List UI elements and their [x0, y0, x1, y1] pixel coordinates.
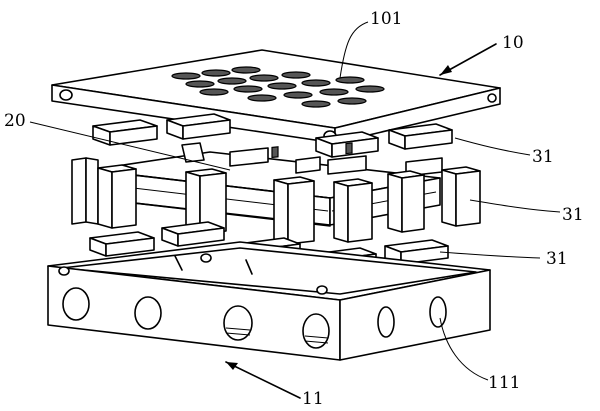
- leaders: [29, 21, 561, 399]
- vent-slots: [171, 66, 385, 108]
- vertical-posts: [71, 157, 481, 245]
- pad: [161, 221, 225, 247]
- label-31-bottom: 31: [546, 249, 568, 269]
- label-111: 111: [488, 373, 520, 393]
- label-10: 10: [502, 33, 524, 53]
- label-31-middle: 31: [562, 205, 584, 225]
- label-11: 11: [302, 389, 324, 409]
- housing-holes: [62, 287, 447, 349]
- leader-31-c: [439, 251, 541, 259]
- post: [333, 178, 373, 243]
- leader-111: [439, 317, 489, 381]
- top-cover-screw-left: [59, 89, 73, 101]
- post: [97, 164, 137, 229]
- post: [441, 166, 481, 227]
- post: [387, 170, 425, 233]
- arrow-11: [225, 361, 301, 399]
- post: [71, 157, 99, 225]
- bottom-housing: [47, 241, 491, 361]
- arrowhead-10: [440, 65, 452, 75]
- pad: [92, 119, 158, 146]
- housing-side-wall: [339, 269, 491, 361]
- label-31-top: 31: [532, 147, 554, 167]
- top-cover-screw-back: [487, 93, 497, 103]
- housing-screw: [316, 285, 328, 295]
- leader-31-a: [454, 137, 531, 156]
- label-20: 20: [4, 111, 26, 131]
- pad: [166, 113, 231, 140]
- leader-20: [29, 121, 231, 171]
- arrowhead-11: [226, 362, 238, 370]
- post: [273, 176, 315, 245]
- leader-101: [339, 21, 369, 79]
- pad: [388, 123, 453, 150]
- leader-31-b: [469, 199, 561, 213]
- pad: [89, 231, 155, 257]
- upper-pads: [92, 113, 453, 158]
- housing-screw: [200, 253, 212, 263]
- post: [185, 168, 227, 235]
- pad: [315, 131, 379, 158]
- label-101: 101: [370, 9, 402, 29]
- top-cover: [51, 49, 501, 144]
- housing-screw: [58, 266, 70, 276]
